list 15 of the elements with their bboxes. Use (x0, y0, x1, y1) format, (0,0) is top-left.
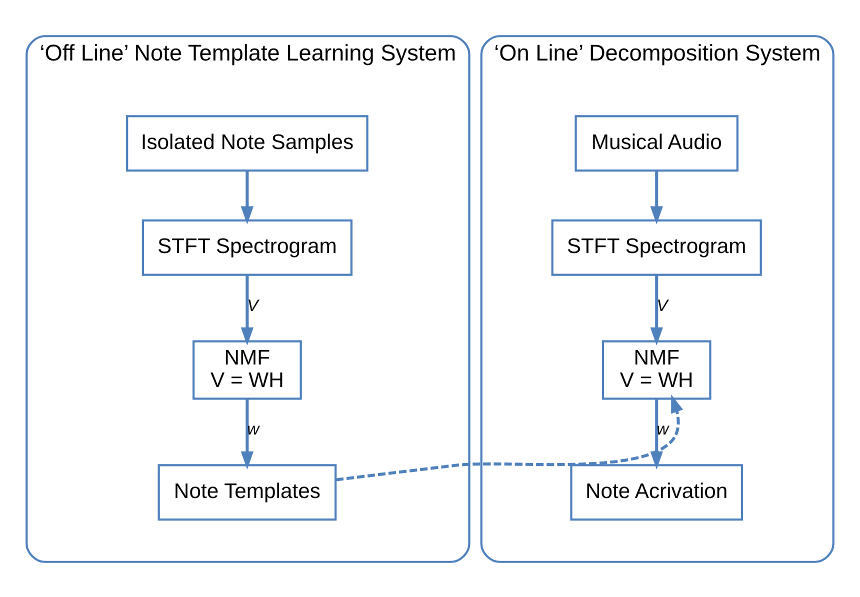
arrow (240, 274, 254, 346)
node-box: STFT Spectrogram (551, 218, 762, 276)
node-box: Musical Audio (574, 114, 738, 172)
node-box: Note Acrivation (570, 464, 744, 520)
node-box: Isolated Note Samples (126, 114, 368, 172)
node-box: NMF V = WH (192, 340, 302, 400)
node-box: NMF V = WH (602, 340, 712, 400)
arrow (650, 170, 663, 224)
edge-label: V (247, 295, 258, 314)
node-box: Note Templates (158, 464, 337, 520)
edge-label: V (656, 295, 668, 314)
arrow (336, 394, 684, 481)
arrow (650, 274, 663, 346)
arrow (240, 170, 254, 224)
node-box: STFT Spectrogram (142, 218, 352, 276)
